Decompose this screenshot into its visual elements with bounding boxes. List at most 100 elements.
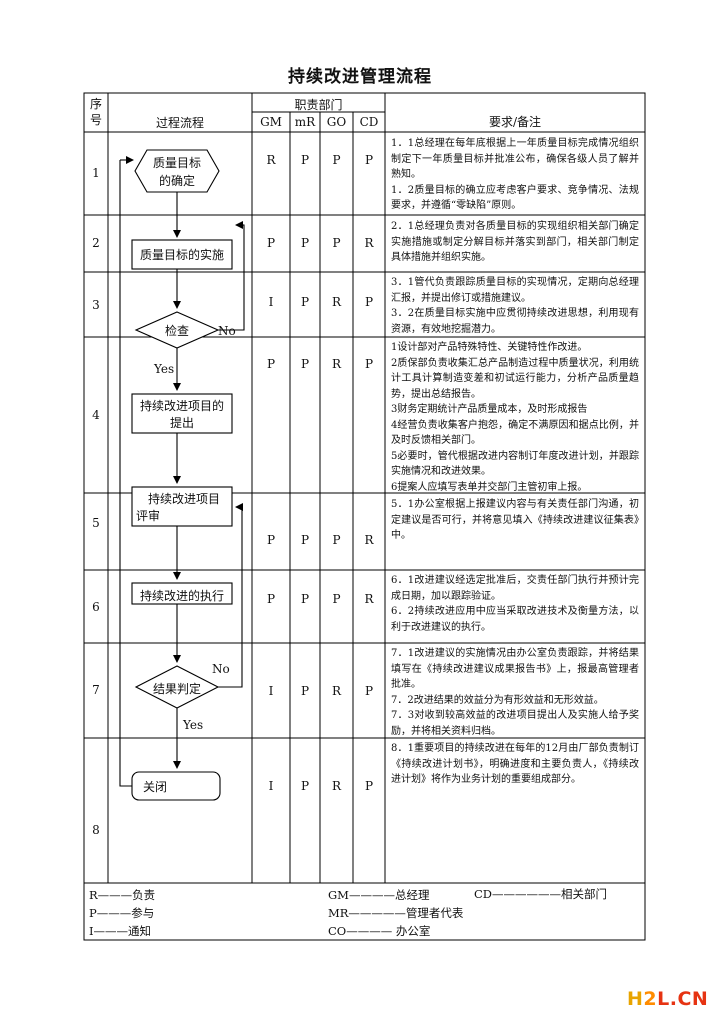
implement-box bbox=[131, 239, 233, 270]
dept-gm: GM bbox=[260, 115, 282, 129]
remark-line: 4经营负责收集客户抱怨，确定不满原因和据点比例，并及时反馈相关部门。 bbox=[391, 419, 639, 447]
remark-line: 3．1管代负责跟踪质量目标的实现情况，定期向总经理汇报，并提出修订或措施建议。 bbox=[391, 277, 639, 304]
row-resp-mr: P bbox=[300, 357, 310, 371]
row-resp-gm: I bbox=[268, 684, 274, 698]
row-seq: 7 bbox=[92, 683, 100, 697]
judge-label: 结果判定 bbox=[152, 682, 201, 696]
legend-p: P———参与 bbox=[89, 906, 155, 920]
implement-label: 质量目标的实施 bbox=[139, 248, 224, 262]
row-resp-mr: P bbox=[300, 153, 310, 167]
row-resp-cd: P bbox=[364, 357, 374, 371]
row-resp-go: P bbox=[332, 236, 341, 250]
row-resp-cd: R bbox=[364, 236, 374, 250]
watermark-logo: H2L.CN bbox=[627, 988, 709, 1010]
review-box bbox=[131, 486, 233, 527]
remark-line: 7．2改进结果的效益分为有形效益和无形效益。 bbox=[391, 694, 604, 706]
row-resp-go: R bbox=[331, 357, 342, 371]
row-resp-cd: R bbox=[364, 592, 374, 606]
row-seq: 6 bbox=[92, 600, 100, 614]
remark-line: 3．2在质量目标实施中应贯彻持续改进思想，利用现有资源，有效地挖掘潜力。 bbox=[391, 308, 639, 335]
row-remarks: 1设计部对产品特殊特性、关键特性作改进。2质保部负责收集汇总产品制造过程中质量状… bbox=[391, 340, 639, 495]
row-seq: 1 bbox=[92, 166, 100, 180]
yes-label-2: Yes bbox=[183, 718, 204, 732]
execute-box bbox=[131, 582, 233, 605]
row-remarks: 3．1管代负责跟踪质量目标的实现情况，定期向总经理汇报，并提出修订或措施建议。 3… bbox=[391, 275, 639, 337]
row-resp-mr: P bbox=[300, 592, 310, 606]
row-resp-cd: P bbox=[364, 779, 374, 793]
row-resp-mr: P bbox=[300, 295, 310, 309]
no-label-2: No bbox=[212, 662, 230, 676]
row-resp-gm: P bbox=[266, 236, 276, 250]
legend-left: R———负责 P———参与 I———通知 bbox=[89, 886, 155, 940]
row-seq: 5 bbox=[92, 516, 100, 530]
row-resp-gm: I bbox=[268, 295, 274, 309]
remark-line: 1．1总经理在每年底根据上一年质量目标完成情况组织制定下一年质量目标并批准公布，… bbox=[391, 138, 639, 180]
propose-label: 持续改进项目的 提出 bbox=[139, 399, 224, 430]
dept-cd: CD bbox=[359, 115, 379, 129]
execute-label: 持续改进的执行 bbox=[139, 589, 224, 603]
row-resp-mr: P bbox=[300, 533, 310, 547]
start-shape bbox=[134, 149, 220, 193]
remark-line: 6．1改进建议经选定批准后，交责任部门执行并预计完成日期，加以跟踪验证。 bbox=[391, 575, 639, 602]
legend-gm: GM————总经理 bbox=[328, 888, 430, 902]
row-seq: 8 bbox=[92, 823, 100, 837]
propose-box bbox=[131, 393, 233, 434]
remark-line: 7．1改进建议的实施情况由办公室负责跟踪，并将结果填写在《持续改进建议成果报告书… bbox=[391, 648, 639, 690]
row-remarks: 1．1总经理在每年底根据上一年质量目标完成情况组织制定下一年质量目标并批准公布，… bbox=[391, 136, 639, 214]
remark-line: 1．2质量目标的确立应考虑客户要求、竞争情况、法规要求，并遵循“零缺陷”原则。 bbox=[391, 184, 639, 212]
row-seq: 2 bbox=[92, 236, 100, 250]
remark-line: 5．1办公室根据上报建议内容与有关责任部门沟通，初定建议是否可行，并将意见填入《… bbox=[391, 499, 639, 541]
row-resp-cd: P bbox=[364, 295, 374, 309]
remark-line: 6．2持续改进应用中应当采取改进技术及衡量方法，以利于改进建议的执行。 bbox=[391, 606, 639, 633]
dept-go: GO bbox=[326, 115, 347, 129]
row-seq: 4 bbox=[92, 408, 100, 422]
legend-mid: GM————总经理 MR—————管理者代表 CO———— 办公室 bbox=[328, 886, 463, 940]
remark-line: 5必要时，管代根据改进内容制订年度改进计划，并跟踪实施情况和改进效果。 bbox=[391, 450, 639, 478]
remark-line: 2质保部负责收集汇总产品制造过程中质量状况，利用统计工具计算制造变差和初试运行能… bbox=[391, 357, 639, 400]
legend-co: CO———— 办公室 bbox=[328, 924, 431, 938]
seq-header: 序 号 bbox=[89, 97, 102, 127]
remark-line: 3财务定期统计产品质量成本，及时形成报告 bbox=[391, 404, 588, 415]
row-resp-gm: P bbox=[266, 592, 276, 606]
row-resp-cd: P bbox=[364, 153, 374, 167]
row-resp-gm: I bbox=[268, 779, 274, 793]
row-resp-mr: P bbox=[300, 684, 310, 698]
legend-i: I———通知 bbox=[89, 924, 152, 938]
close-label: 关闭 bbox=[143, 780, 168, 794]
row-remarks: 5．1办公室根据上报建议内容与有关责任部门沟通，初定建议是否可行，并将意见填入《… bbox=[391, 497, 639, 544]
row-resp-go: R bbox=[331, 684, 342, 698]
row-remarks: 7．1改进建议的实施情况由办公室负责跟踪，并将结果填写在《持续改进建议成果报告书… bbox=[391, 646, 639, 739]
row-resp-go: R bbox=[331, 779, 342, 793]
row-remarks: 6．1改进建议经选定批准后，交责任部门执行并预计完成日期，加以跟踪验证。 6．2持… bbox=[391, 573, 639, 635]
start-label: 质量目标 的确定 bbox=[152, 156, 201, 188]
row-resp-go: P bbox=[332, 533, 341, 547]
row-resp-cd: P bbox=[364, 684, 374, 698]
row-resp-go: P bbox=[332, 153, 341, 167]
row-resp-go: P bbox=[332, 592, 341, 606]
remarks-header: 要求/备注 bbox=[488, 115, 542, 129]
row-resp-mr: P bbox=[300, 779, 310, 793]
row-resp-gm: R bbox=[266, 153, 276, 167]
row-remarks: 2．1总经理负责对各质量目标的实现组织相关部门确定实施措施或制定分解目标并落实到… bbox=[391, 219, 639, 266]
row-resp-gm: P bbox=[266, 357, 276, 371]
remark-line: 7．3对收到较高效益的改进项目提出人及实施人给予奖励，并将相关资料归档。 bbox=[391, 710, 639, 737]
row-resp-gm: P bbox=[266, 533, 276, 547]
row-resp-cd: R bbox=[364, 533, 374, 547]
legend-cd: CD——————相关部门 bbox=[474, 887, 608, 901]
remark-line: 8．1重要项目的持续改进在每年的12月由厂部负责制订《持续改进计划书》，明确进度… bbox=[391, 743, 639, 785]
legend-r: R———负责 bbox=[89, 888, 156, 902]
remark-line: 2．1总经理负责对各质量目标的实现组织相关部门确定实施措施或制定分解目标并落实到… bbox=[391, 221, 639, 263]
row-resp-mr: P bbox=[300, 236, 310, 250]
no-label-1: No bbox=[218, 324, 236, 338]
row-seq: 3 bbox=[92, 298, 100, 312]
dept-header: 职责部门 bbox=[294, 98, 343, 112]
row-remarks: 8．1重要项目的持续改进在每年的12月由厂部负责制订《持续改进计划书》，明确进度… bbox=[391, 741, 639, 788]
dept-mr: mR bbox=[294, 115, 316, 129]
legend-mr: MR—————管理者代表 bbox=[328, 906, 464, 920]
process-header: 过程流程 bbox=[155, 116, 204, 130]
yes-label-1: Yes bbox=[154, 362, 175, 376]
check-label: 检查 bbox=[164, 324, 189, 338]
row-resp-go: R bbox=[331, 295, 342, 309]
remark-line: 6提案人应填写表单并交部门主管初审上报。 bbox=[391, 481, 588, 493]
